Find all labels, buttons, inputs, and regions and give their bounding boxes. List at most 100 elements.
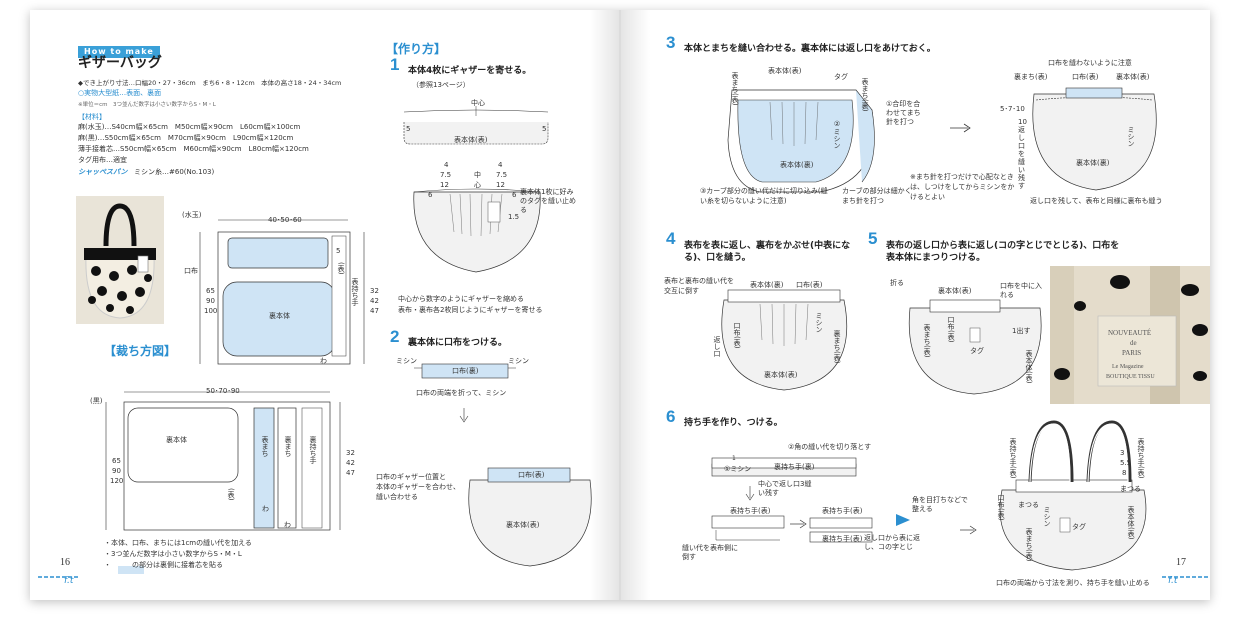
detail-photo-illustration [1050, 266, 1210, 404]
step6-label: 3 [1120, 449, 1125, 457]
fabric2-side: 42 [346, 459, 355, 467]
body-label: 表本体(表) [454, 136, 488, 144]
step3-label: 表本体(表) [768, 67, 802, 75]
step4-label: 表本体(裏) [750, 281, 784, 289]
step-number: 3 [666, 33, 676, 52]
step6-label: 縫い代を表布側に倒す [682, 544, 738, 561]
step6-caption: 口布の両端から寸法を測り、持ち手を縫い止める [996, 579, 1150, 587]
photo-text: NOUVEAUTÉ [1108, 329, 1152, 337]
step5-label: 表本体(表) [1025, 350, 1033, 384]
step6-label: 表持ち手(表) [1009, 438, 1017, 479]
gather-num: 12 [496, 181, 505, 189]
step-number: 6 [666, 407, 676, 426]
step6-label: 1 [732, 455, 736, 462]
step6-label: 裏持ち手(表) [822, 535, 863, 543]
step2-caption2: 縫い合わせる [376, 493, 418, 501]
material-line: 薄手接着芯…S50cm幅×65cm M60cm幅×90cm L80cm幅×120… [78, 145, 309, 153]
page-right: 3 本体とまちを縫い合わせる。裏本体には返し口をあけておく。 [620, 10, 1210, 600]
gather-num: 6 [512, 191, 517, 199]
page-number-right: 17 [1176, 557, 1186, 568]
how-to-make-tag: How to make [78, 46, 160, 58]
kuchinuno-omote: 口布(表) [518, 471, 545, 479]
tag-note: 裏本体1枚に好みのタグを縫い止める [520, 188, 576, 214]
step5-label: 折る [890, 279, 904, 287]
step-sub: （参照13ページ） [412, 81, 470, 89]
step6-label: 表持ち手(表) [730, 507, 771, 515]
num-label: 5 [336, 247, 341, 255]
step-text: 表布を表に返し、裏布をかぶせ(中表になる)、口を縫う。 [684, 241, 851, 263]
step3r-label: 口布(表) [1072, 73, 1099, 81]
step5-label: 1出す [1012, 327, 1031, 335]
step-number: 4 [666, 229, 676, 248]
gather-num: 7.5 [496, 171, 508, 179]
photo-text: BOUTIQUE TISSU [1106, 374, 1155, 380]
fabric1-side: 47 [370, 307, 379, 315]
step6-label: ②角の縫い代を切り落とす [788, 443, 872, 451]
step4-label: 口布(表) [796, 281, 823, 289]
gather-num: 4 [498, 161, 503, 169]
step3-label: ③カーブ部分の縫い代だけに切り込み(縫い糸を切らないように注意) [700, 187, 828, 205]
materials-heading: 【材料】 [78, 113, 106, 121]
step6-label: まつる [1120, 485, 1141, 493]
urahontai-label: 裏本体 [166, 436, 187, 444]
step5-label: 口布(表) [947, 316, 955, 343]
step2-caption: 口布の両端を折って、ミシン [416, 389, 507, 397]
step5-label: タグ [970, 347, 984, 355]
steps-left-svg [403, 106, 592, 567]
fabric1-height: 90 [206, 297, 215, 305]
step4-label: 裏本体(表) [764, 371, 798, 379]
step3r-caption: 返し口を残して、表布と同様に裏布も縫う [1030, 197, 1163, 205]
gather-num: 12 [440, 181, 449, 189]
gather-num: 7.5 [440, 171, 452, 179]
note-line: ・ の部分は裏側に接着芯を貼る [104, 561, 223, 569]
cutting-diagram-title: 【裁ち方図】 [104, 344, 177, 358]
step6-label: 中心で返し口3縫い残す [758, 480, 812, 497]
bag-photo-illustration [84, 203, 156, 319]
page-number-left: 16 [60, 557, 70, 568]
photo-text: PARIS [1122, 349, 1142, 357]
note-line: ・本体、口布、まちには1cmの縫い代を加える [104, 539, 252, 547]
step6-label: ミシン [1043, 506, 1051, 527]
step6-label: 8 [1122, 469, 1127, 477]
photo-text: de [1130, 339, 1137, 347]
omote-label: (表) [227, 488, 235, 501]
step6-label: 返し口から表に返し、コの字とじ [864, 534, 920, 551]
omotemachi-label: 表まち [261, 436, 269, 457]
center-label: 中心 [471, 99, 485, 107]
kuchinuno-label: 口布 [184, 267, 198, 275]
book-spread: How to make ギザーバッグ ◆でき上がり寸法…口幅20・27・36cm… [30, 10, 1210, 600]
bag-photo [76, 196, 164, 324]
step4-label: 表布と裏布の縫い代を交互に倒す [664, 277, 734, 295]
note-line: ・3つ並んだ数字は小さい数字からS・M・L [104, 550, 242, 558]
step3-label: タグ [834, 73, 848, 81]
step4-label: 裏まち(表) [833, 330, 841, 364]
step3-label: カーブの部分は細かくまち針を打つ [842, 187, 912, 205]
step3r-label: 口布を縫わないように注意 [1048, 59, 1132, 67]
fabric1-side: 32 [370, 287, 379, 295]
step3r-label: ミシン [1127, 126, 1135, 147]
fabric2-height: 65 [112, 457, 121, 465]
step3-label: ※まち針を打つだけで心配なときは、しつけをしてからミシンをかけるとよい [910, 173, 1015, 201]
step-text: 持ち手を作り、つける。 [684, 418, 783, 428]
fabric1-height: 65 [206, 287, 215, 295]
step3r-label: 5･7･10 [1000, 105, 1025, 113]
fabric2-side: 32 [346, 449, 355, 457]
wa-label: わ [320, 357, 327, 365]
center-char: 心 [474, 181, 481, 189]
fabric2-width: 50･70･90 [206, 387, 240, 395]
pattern-note: ○実物大型紙…表面、裏面 [78, 89, 162, 97]
step3-label: ①合印を合わせてまち針を打つ [886, 100, 921, 126]
footer-logo: f.t [64, 576, 74, 586]
step-number: 2 [390, 327, 400, 346]
step-number: 1 [390, 55, 400, 74]
num-label: 5 [542, 125, 547, 133]
step-text: 裏本体に口布をつける。 [408, 338, 508, 348]
step6-label: 表持ち手(表) [822, 507, 863, 515]
step6-label: ①ミシン [724, 465, 752, 473]
step-text: 表布の返し口から表に返し(コの字とじでとじる)、口布を表本体にまつりつける。 [886, 241, 1120, 263]
fabric2-height: 120 [110, 477, 124, 485]
step6-label: 口布(表) [997, 494, 1005, 521]
step-number: 5 [868, 229, 878, 248]
omote-mochite-label: 表持ち手 [351, 278, 359, 306]
step3-label: 表まち(裏) [861, 78, 869, 112]
